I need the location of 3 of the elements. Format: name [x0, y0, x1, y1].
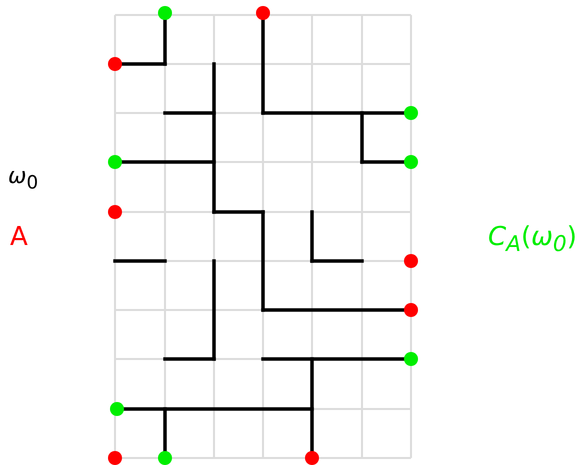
math-label: C$_{A}$(ω$_{0}$) [488, 224, 577, 256]
math-label: A [10, 224, 28, 250]
math-label: ω$_{0}$ [8, 166, 38, 193]
